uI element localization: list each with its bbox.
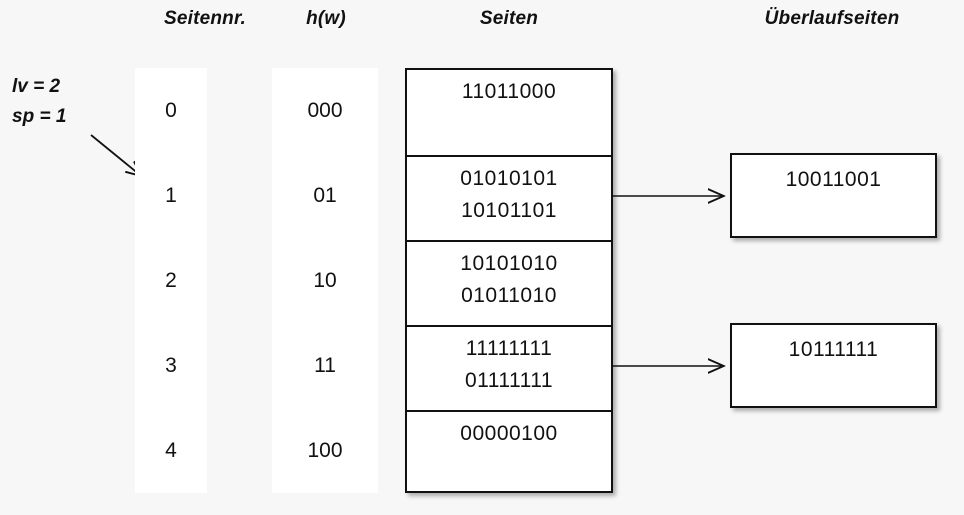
page-record: 10101010 <box>460 252 558 275</box>
column-header-seitennr: Seitennr. <box>163 8 247 29</box>
seitennr-cell: 2 <box>165 269 177 292</box>
hash-value-cell: 000 <box>307 99 343 122</box>
seitennr-cell: 4 <box>165 439 177 462</box>
overflow-connector-arrow-icon <box>611 356 735 376</box>
page-record: 11011000 <box>461 80 557 103</box>
column-strip-hash-values: 000 01 10 11 100 <box>272 68 378 493</box>
parameter-sp: sp = 1 <box>12 106 67 127</box>
page-record: 01011010 <box>461 284 557 307</box>
page-row: 11111111 01111111 <box>407 325 611 410</box>
parameter-lv: lv = 2 <box>12 76 61 97</box>
overflow-page-box: 10111111 <box>730 323 937 408</box>
hash-value-cell: 11 <box>314 354 336 377</box>
overflow-page-box: 10011001 <box>730 153 937 238</box>
column-header-ueberlaufseiten: Überlaufseiten <box>764 8 900 29</box>
pages-container: 11011000 01010101 10101101 10101010 0101… <box>405 68 613 493</box>
page-record: 00000100 <box>460 422 558 445</box>
overflow-record: 10011001 <box>785 168 882 191</box>
column-header-hash-function: h(w) <box>306 8 346 29</box>
hash-value-cell: 10 <box>313 269 337 292</box>
seitennr-cell: 3 <box>165 354 177 377</box>
page-record: 11111111 <box>465 337 553 360</box>
column-strip-seitennr: 0 1 2 3 4 <box>135 68 207 493</box>
page-row: 00000100 <box>407 410 611 495</box>
parameters-annotation: lv = 2 sp = 1 <box>12 72 132 132</box>
page-record: 10101101 <box>461 199 557 222</box>
overflow-record: 10111111 <box>788 338 879 361</box>
page-row: 01010101 10101101 <box>407 155 611 240</box>
page-record: 01111111 <box>464 369 554 392</box>
page-record: 01010101 <box>460 167 558 190</box>
hash-value-cell: 100 <box>307 439 343 462</box>
page-row: 11011000 <box>407 70 611 155</box>
overflow-connector-arrow-icon <box>611 186 735 206</box>
page-row: 10101010 01011010 <box>407 240 611 325</box>
seitennr-cell: 0 <box>165 99 177 122</box>
split-pointer-arrow-icon <box>90 134 152 184</box>
hash-value-cell: 01 <box>313 184 337 207</box>
column-header-seiten: Seiten <box>479 8 539 29</box>
seitennr-cell: 1 <box>165 184 177 207</box>
